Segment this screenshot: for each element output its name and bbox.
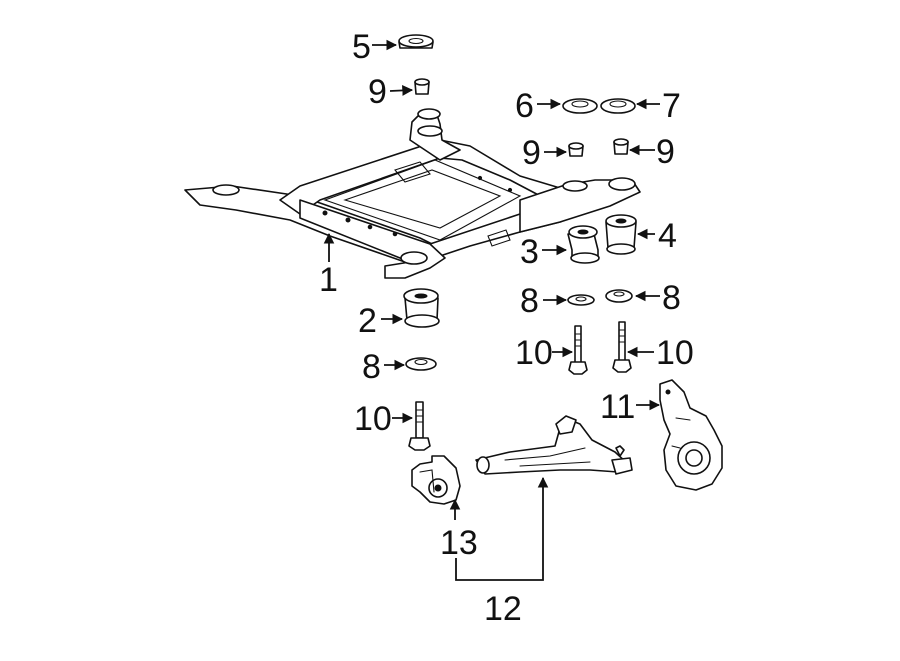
callout-8-mid: 8 (520, 282, 539, 320)
bolt-10-left[interactable] (408, 401, 431, 451)
callout-7: 7 (662, 87, 681, 125)
callout-3: 3 (520, 233, 539, 271)
callout-9-top: 9 (368, 73, 387, 111)
washer-8-left[interactable] (405, 357, 437, 371)
callout-2: 2 (358, 302, 377, 340)
bushing-4[interactable] (605, 214, 637, 255)
callout-1: 1 (319, 261, 338, 299)
washer-8-right[interactable] (605, 289, 633, 303)
insulator-9-top[interactable] (414, 78, 430, 95)
callout-10-mid: 10 (515, 334, 553, 372)
bushing-bracket-13[interactable] (411, 455, 461, 505)
callout-11: 11 (600, 388, 635, 426)
callout-12: 12 (484, 590, 522, 628)
callout-4: 4 (658, 217, 677, 255)
subframe-crossmember[interactable] (184, 108, 641, 279)
callout-8-right: 8 (662, 279, 681, 317)
insulator-9-left[interactable] (568, 142, 584, 157)
callout-10-left: 10 (354, 400, 392, 438)
insulator-9-right[interactable] (613, 138, 629, 155)
cap-5[interactable] (398, 34, 434, 49)
bushing-3[interactable] (567, 225, 600, 264)
callout-6: 6 (515, 87, 534, 125)
washer-6[interactable] (562, 98, 598, 114)
steering-knuckle[interactable] (659, 379, 723, 491)
callout-9-left: 9 (522, 134, 541, 172)
bolt-10-mid[interactable] (568, 325, 588, 375)
callout-10-right: 10 (656, 334, 694, 372)
callout-5: 5 (352, 28, 371, 66)
lower-control-arm[interactable] (475, 415, 633, 475)
callout-9-right: 9 (656, 133, 675, 171)
washer-8-mid[interactable] (567, 294, 595, 306)
callout-numbers: 5 9 6 7 9 9 4 3 1 2 8 8 8 10 10 10 11 13… (319, 28, 694, 628)
callout-13: 13 (440, 524, 478, 562)
bushing-2[interactable] (403, 288, 440, 328)
bolt-10-right[interactable] (612, 321, 632, 373)
callout-8-left: 8 (362, 348, 381, 386)
leader-lines (323, 39, 661, 581)
washer-7[interactable] (600, 98, 636, 114)
